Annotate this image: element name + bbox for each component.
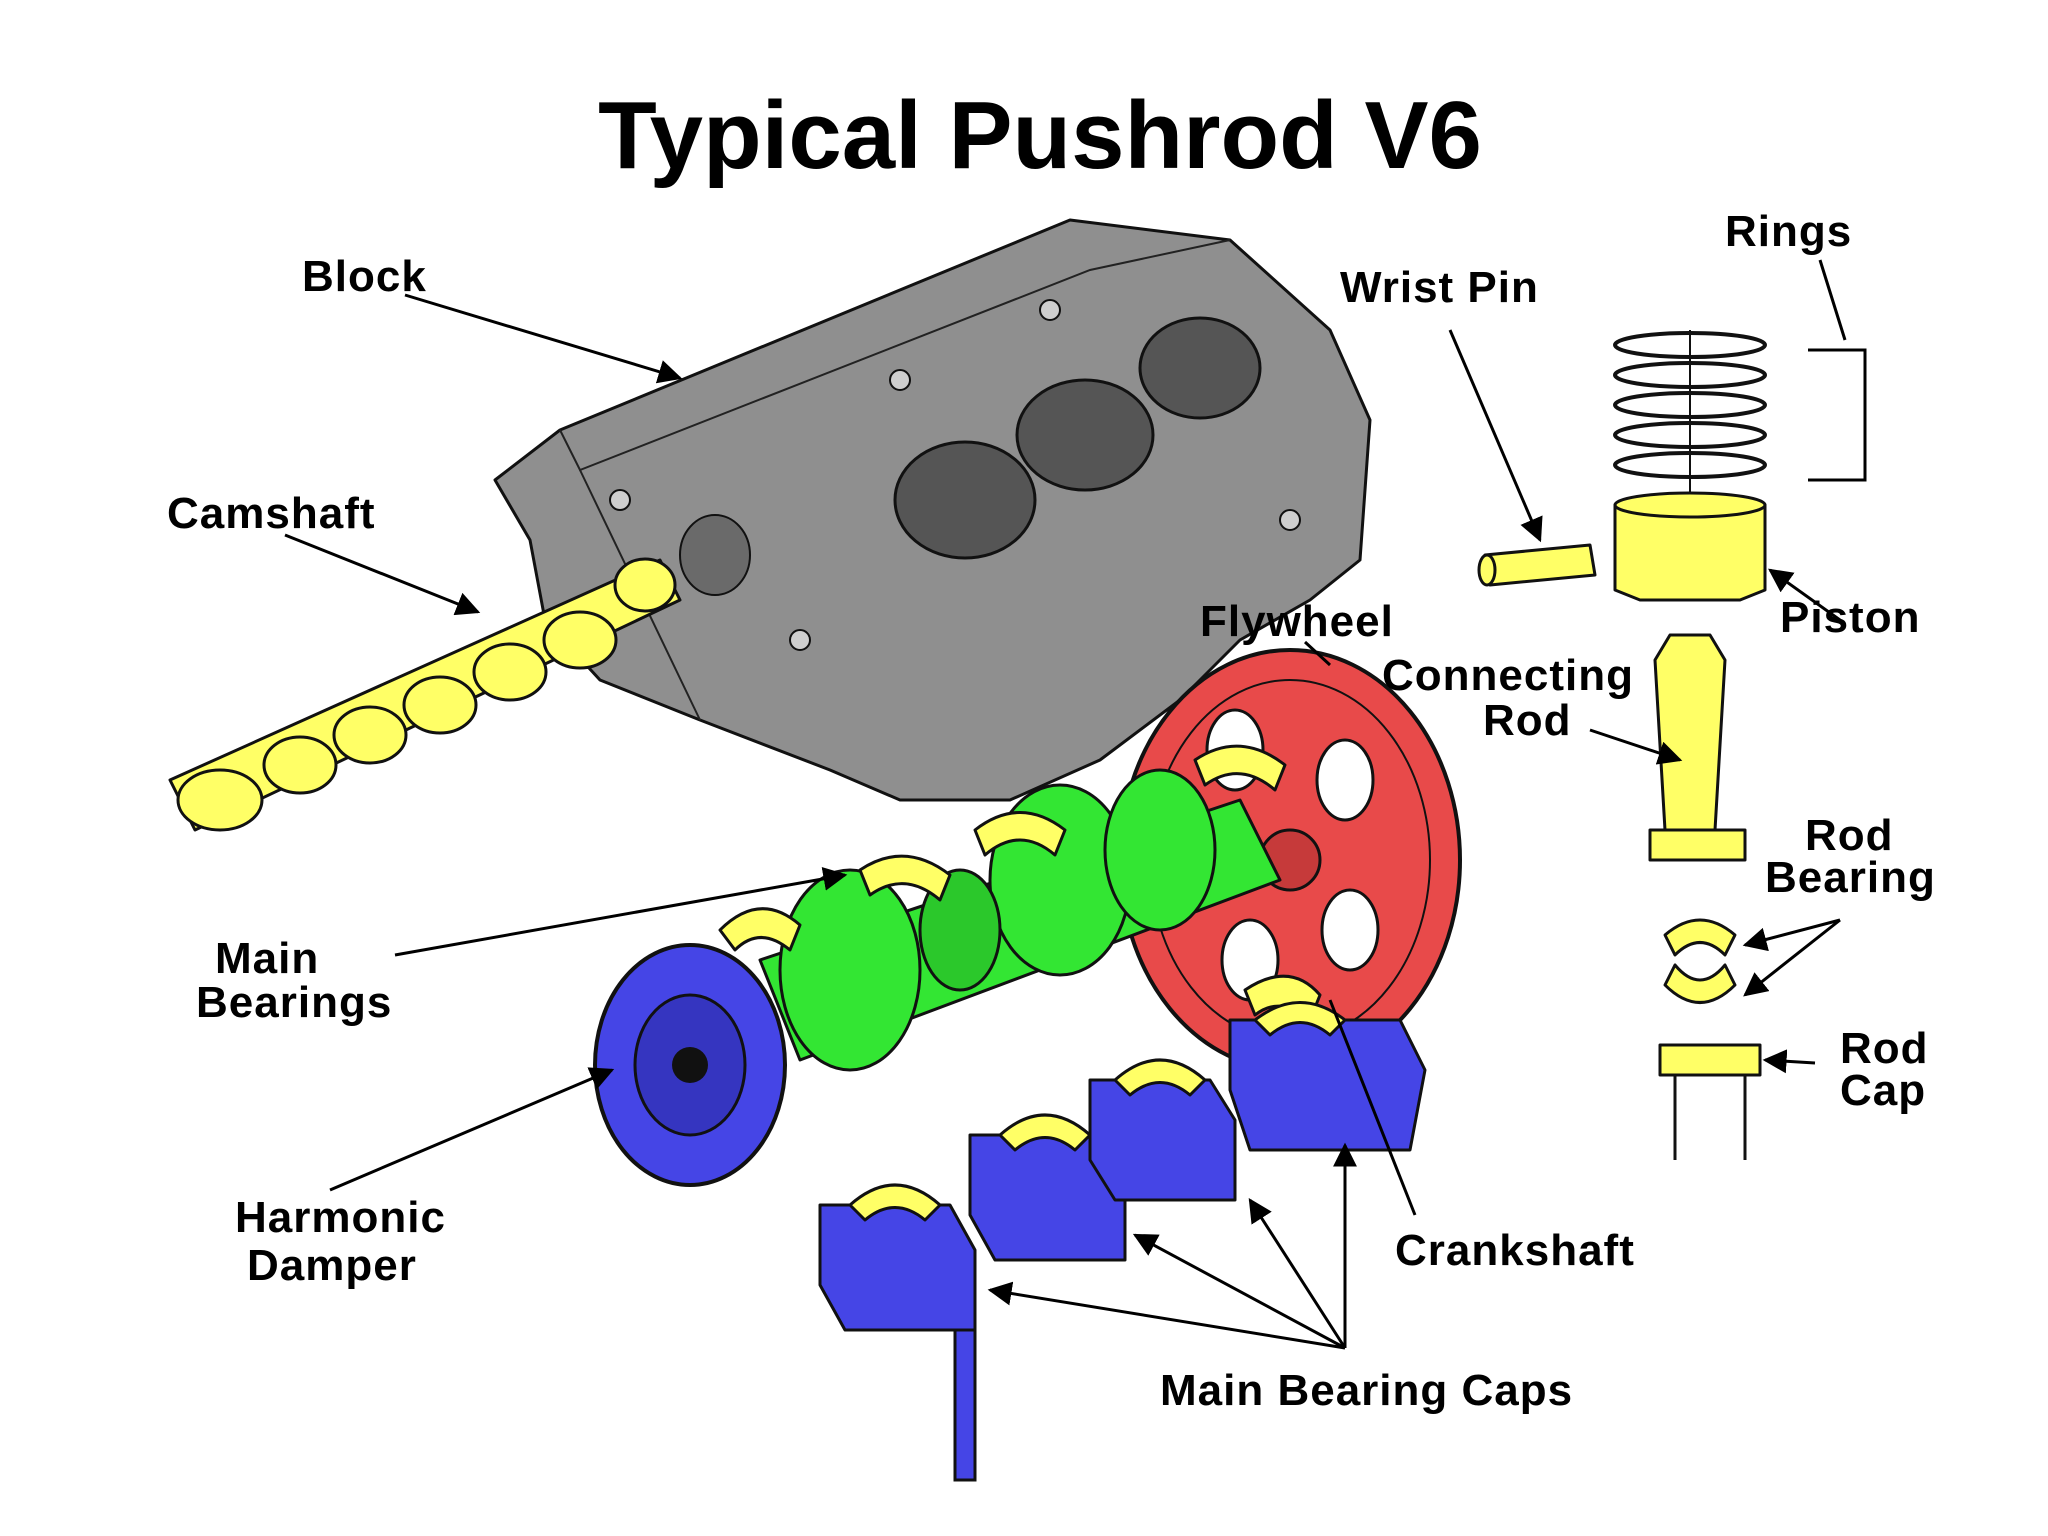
diagram-title: Typical Pushrod V6: [598, 82, 1482, 189]
harmonic-damper: [593, 943, 787, 1187]
piston-assembly: [1477, 330, 1767, 1160]
engine-block: [493, 218, 1372, 802]
label-main-bearings-line2: Bearings: [196, 978, 392, 1027]
leader-lines: [284, 259, 1867, 1350]
label-harmonic-damper-line2: Damper: [247, 1241, 417, 1290]
label-crankshaft: Crankshaft: [1395, 1226, 1635, 1275]
label-connecting-rod-line1: Connecting: [1382, 651, 1634, 700]
camshaft: [168, 557, 682, 832]
label-main-bearing-caps: Main Bearing Caps: [1160, 1366, 1573, 1415]
label-block: Block: [302, 252, 427, 301]
label-rod-cap-line2: Cap: [1840, 1066, 1926, 1115]
label-harmonic-damper-line1: Harmonic: [235, 1193, 446, 1242]
label-rod-bearing-line2: Bearing: [1765, 853, 1936, 902]
label-camshaft: Camshaft: [167, 489, 376, 538]
main-bearing-caps: [818, 1001, 1427, 1482]
label-main-bearings-line1: Main: [215, 934, 319, 983]
label-flywheel: Flywheel: [1200, 597, 1394, 646]
label-wrist-pin: Wrist Pin: [1340, 263, 1539, 312]
label-rod-cap-line1: Rod: [1840, 1024, 1929, 1073]
label-rings: Rings: [1725, 207, 1852, 256]
label-piston: Piston: [1780, 593, 1920, 642]
label-connecting-rod-line2: Rod: [1483, 696, 1572, 745]
main-bearing-shells: [718, 744, 1322, 1022]
label-rod-bearing-line1: Rod: [1805, 811, 1894, 860]
